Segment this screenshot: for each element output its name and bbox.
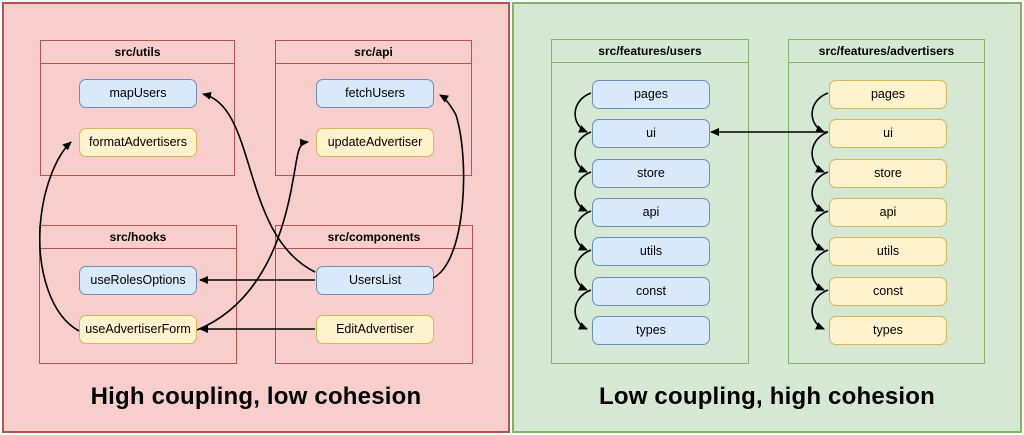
node-users-store: store: [592, 159, 710, 188]
group-title-src-components: src/components: [276, 226, 472, 249]
group-title-src-features-advertisers: src/features/advertisers: [789, 40, 984, 63]
node-advertisers-api: api: [829, 198, 947, 227]
node-users-types: types: [592, 316, 710, 345]
group-src-hooks: src/hooks useRolesOptions useAdvertiserF…: [39, 225, 237, 364]
node-users-api: api: [592, 198, 710, 227]
group-title-src-features-users: src/features/users: [552, 40, 748, 63]
node-users-ui: ui: [592, 119, 710, 148]
node-useadvertiserform: useAdvertiserForm: [79, 315, 197, 344]
group-src-api: src/api fetchUsers updateAdvertiser: [275, 40, 472, 176]
node-mapusers: mapUsers: [79, 79, 197, 108]
caption-high-coupling: High coupling, low cohesion: [90, 383, 422, 410]
node-advertisers-utils: utils: [829, 237, 947, 266]
node-formatadvertisers: formatAdvertisers: [79, 128, 197, 157]
group-title-src-utils: src/utils: [41, 41, 234, 64]
node-advertisers-const: const: [829, 277, 947, 306]
node-advertisers-types: types: [829, 316, 947, 345]
group-title-src-hooks: src/hooks: [40, 226, 236, 249]
node-users-pages: pages: [592, 80, 710, 109]
group-src-features-users: src/features/users pages ui store api ut…: [551, 39, 749, 364]
node-advertisers-pages: pages: [829, 80, 947, 109]
node-users-const: const: [592, 277, 710, 306]
caption-low-coupling: Low coupling, high cohesion: [598, 383, 936, 410]
node-userslist: UsersList: [316, 266, 434, 295]
node-users-utils: utils: [592, 237, 710, 266]
group-title-src-api: src/api: [276, 41, 471, 64]
group-src-utils: src/utils mapUsers formatAdvertisers: [40, 40, 235, 176]
node-fetchusers: fetchUsers: [316, 79, 434, 108]
group-src-features-advertisers: src/features/advertisers pages ui store …: [788, 39, 985, 364]
node-advertisers-ui: ui: [829, 119, 947, 148]
node-advertisers-store: store: [829, 159, 947, 188]
node-updateadvertiser: updateAdvertiser: [316, 128, 434, 157]
node-userolesoptions: useRolesOptions: [79, 266, 197, 295]
group-src-components: src/components UsersList EditAdvertiser: [275, 225, 473, 364]
node-editadvertiser: EditAdvertiser: [316, 315, 434, 344]
